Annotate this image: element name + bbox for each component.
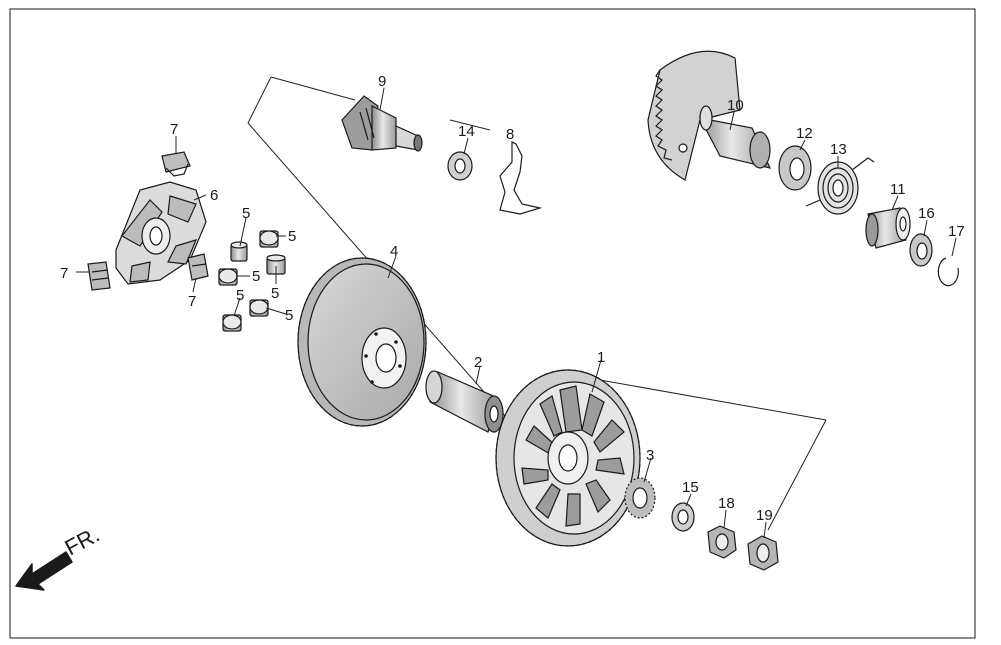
callout-2: 2 — [474, 354, 482, 371]
roller-2 — [259, 230, 279, 248]
callout-10: 10 — [727, 97, 744, 114]
callout-9: 9 — [378, 73, 386, 90]
front-direction-indicator: FR. — [15, 522, 104, 591]
callout-17: 17 — [948, 223, 965, 240]
callout-5: 5 — [285, 307, 293, 324]
leader-lines — [76, 87, 957, 539]
roller-6 — [249, 299, 269, 317]
part-1-fan-pulley — [495, 369, 641, 547]
callout-7: 7 — [170, 121, 178, 138]
callout-11: 11 — [890, 181, 906, 198]
part-6-ramp-plate — [115, 181, 207, 285]
callout-19: 19 — [756, 507, 773, 524]
callout-12: 12 — [796, 125, 813, 142]
part-15-washer — [671, 502, 695, 532]
callout-18: 18 — [718, 495, 735, 512]
roller-5 — [222, 314, 242, 332]
fan-blades — [521, 385, 625, 527]
callout-13: 13 — [830, 141, 847, 158]
part-8-clip — [499, 141, 543, 215]
callout-labels: 1 2 3 4 5 5 5 5 5 5 6 7 7 7 8 9 10 11 12… — [60, 73, 965, 524]
callout-6: 6 — [210, 187, 218, 204]
callout-16: 16 — [918, 205, 935, 222]
roller-1 — [230, 241, 248, 262]
part-7-slider-left — [87, 261, 111, 291]
callout-3: 3 — [646, 447, 654, 464]
part-14-washer — [447, 151, 473, 181]
callout-5: 5 — [288, 228, 296, 245]
part-19-nut — [747, 535, 779, 571]
part-10-kick-spindle — [647, 50, 772, 181]
part-9-starter-pinion — [341, 95, 423, 152]
part-11-collar — [865, 207, 911, 249]
callout-8: 8 — [506, 126, 514, 143]
part-2-boss — [425, 370, 504, 433]
roller-3 — [218, 268, 238, 286]
callout-5: 5 — [271, 285, 279, 302]
front-arrow-icon — [15, 551, 73, 591]
callout-7: 7 — [60, 265, 68, 282]
callout-5: 5 — [252, 268, 260, 285]
diagram-border — [9, 8, 976, 639]
part-16-washer — [909, 233, 933, 267]
part-12-washer — [778, 145, 812, 191]
callout-7: 7 — [188, 293, 196, 310]
part-13-return-spring — [805, 157, 875, 215]
callout-15: 15 — [682, 479, 699, 496]
part-7-slider-middle — [187, 253, 209, 281]
part-18-nut — [707, 525, 737, 559]
part-7-slider-top — [161, 151, 191, 177]
part-3-toothed-washer — [624, 477, 656, 519]
callout-4: 4 — [390, 243, 398, 260]
part-17-snap-ring — [937, 257, 959, 287]
part-4-drive-face — [297, 257, 427, 427]
callout-5: 5 — [242, 205, 250, 222]
callout-1: 1 — [597, 349, 605, 366]
callout-14: 14 — [458, 123, 475, 140]
callout-5: 5 — [236, 287, 244, 304]
